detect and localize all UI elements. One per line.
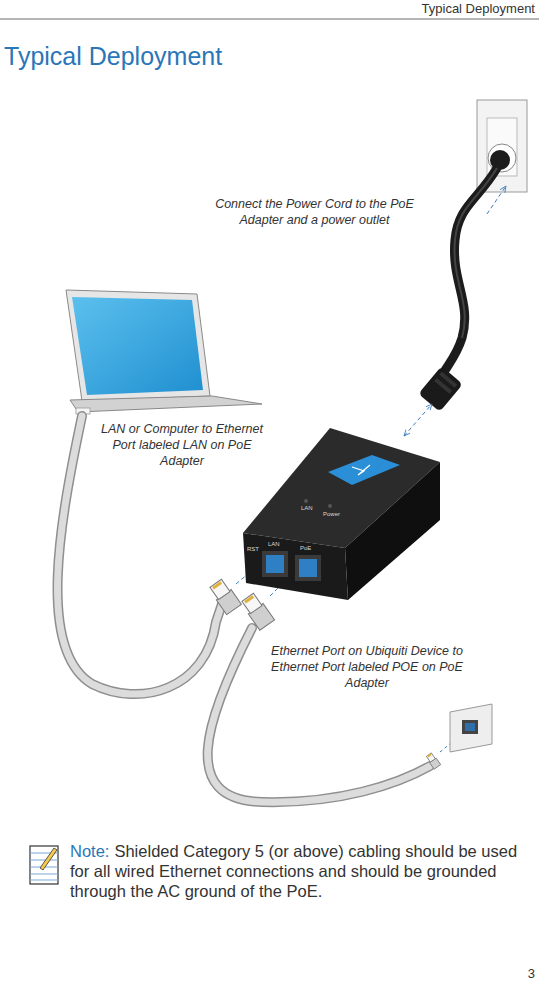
logo-badge <box>328 455 400 485</box>
page-number: 3 <box>505 966 535 981</box>
outlet-face <box>487 118 517 176</box>
port-label: LAN <box>268 541 280 548</box>
connector-body <box>418 366 463 412</box>
running-header: Typical Deployment <box>339 1 535 16</box>
page-title: Typical Deployment <box>4 42 222 71</box>
power-cord <box>444 168 497 372</box>
adapter-front <box>243 533 348 600</box>
plug-pins <box>427 753 431 757</box>
plug-pins <box>212 581 222 589</box>
power-outlet <box>477 100 527 192</box>
rj45-plug <box>426 752 441 769</box>
cord-highlight <box>454 168 497 338</box>
callout-text: Connect the Power Cord to the PoE Adapte… <box>212 196 417 228</box>
plug-head <box>210 579 230 599</box>
callout-text: Ethernet Port on Ubiquiti Device to Ethe… <box>268 643 466 691</box>
plug-head <box>242 593 262 613</box>
laptop-screen <box>72 297 203 395</box>
note-icon <box>30 846 58 884</box>
port-label: RST <box>247 546 259 553</box>
note-lead: Note: <box>70 842 109 860</box>
device-housing <box>450 704 492 752</box>
plug-head <box>426 753 435 762</box>
leader-arrow <box>487 186 506 214</box>
header-rule <box>0 19 539 20</box>
notepad <box>30 846 58 884</box>
connector-ridge <box>434 378 452 394</box>
notepad-line <box>30 874 58 875</box>
led <box>328 504 332 508</box>
laptop-lid <box>66 290 210 401</box>
wall-plate <box>477 100 527 192</box>
laptop-base <box>70 396 262 412</box>
note-text: Shielded Category 5 (or above) cabling s… <box>70 842 517 900</box>
plug-pins <box>244 595 254 603</box>
rj45-plug <box>240 592 274 630</box>
laptop <box>66 290 262 414</box>
port-label: PoE <box>300 545 311 552</box>
device-port-frame <box>462 720 478 734</box>
lan-port <box>266 555 284 573</box>
poe-port <box>299 559 317 577</box>
poe-adapter: LAN PowerRST LAN PoE <box>240 425 445 605</box>
notepad-line <box>30 860 58 861</box>
ubiquiti-device <box>450 704 492 752</box>
port-frame <box>295 555 321 581</box>
device-port <box>465 723 475 731</box>
notepad-line <box>30 880 58 881</box>
callout-text: LAN or Computer to Ethernet Port labeled… <box>94 421 270 469</box>
led-label: LAN <box>301 505 313 512</box>
adapter-outline <box>240 425 445 605</box>
led-label: Power <box>323 511 340 518</box>
adapter-side <box>345 462 440 600</box>
note-paragraph: Note:Shielded Category 5 (or above) cabl… <box>70 841 525 901</box>
leader-arrow <box>404 404 432 436</box>
pencil <box>40 848 57 870</box>
logo-mark <box>352 465 370 475</box>
led <box>304 499 308 503</box>
port-frame <box>262 551 288 577</box>
power-connector <box>418 366 463 412</box>
